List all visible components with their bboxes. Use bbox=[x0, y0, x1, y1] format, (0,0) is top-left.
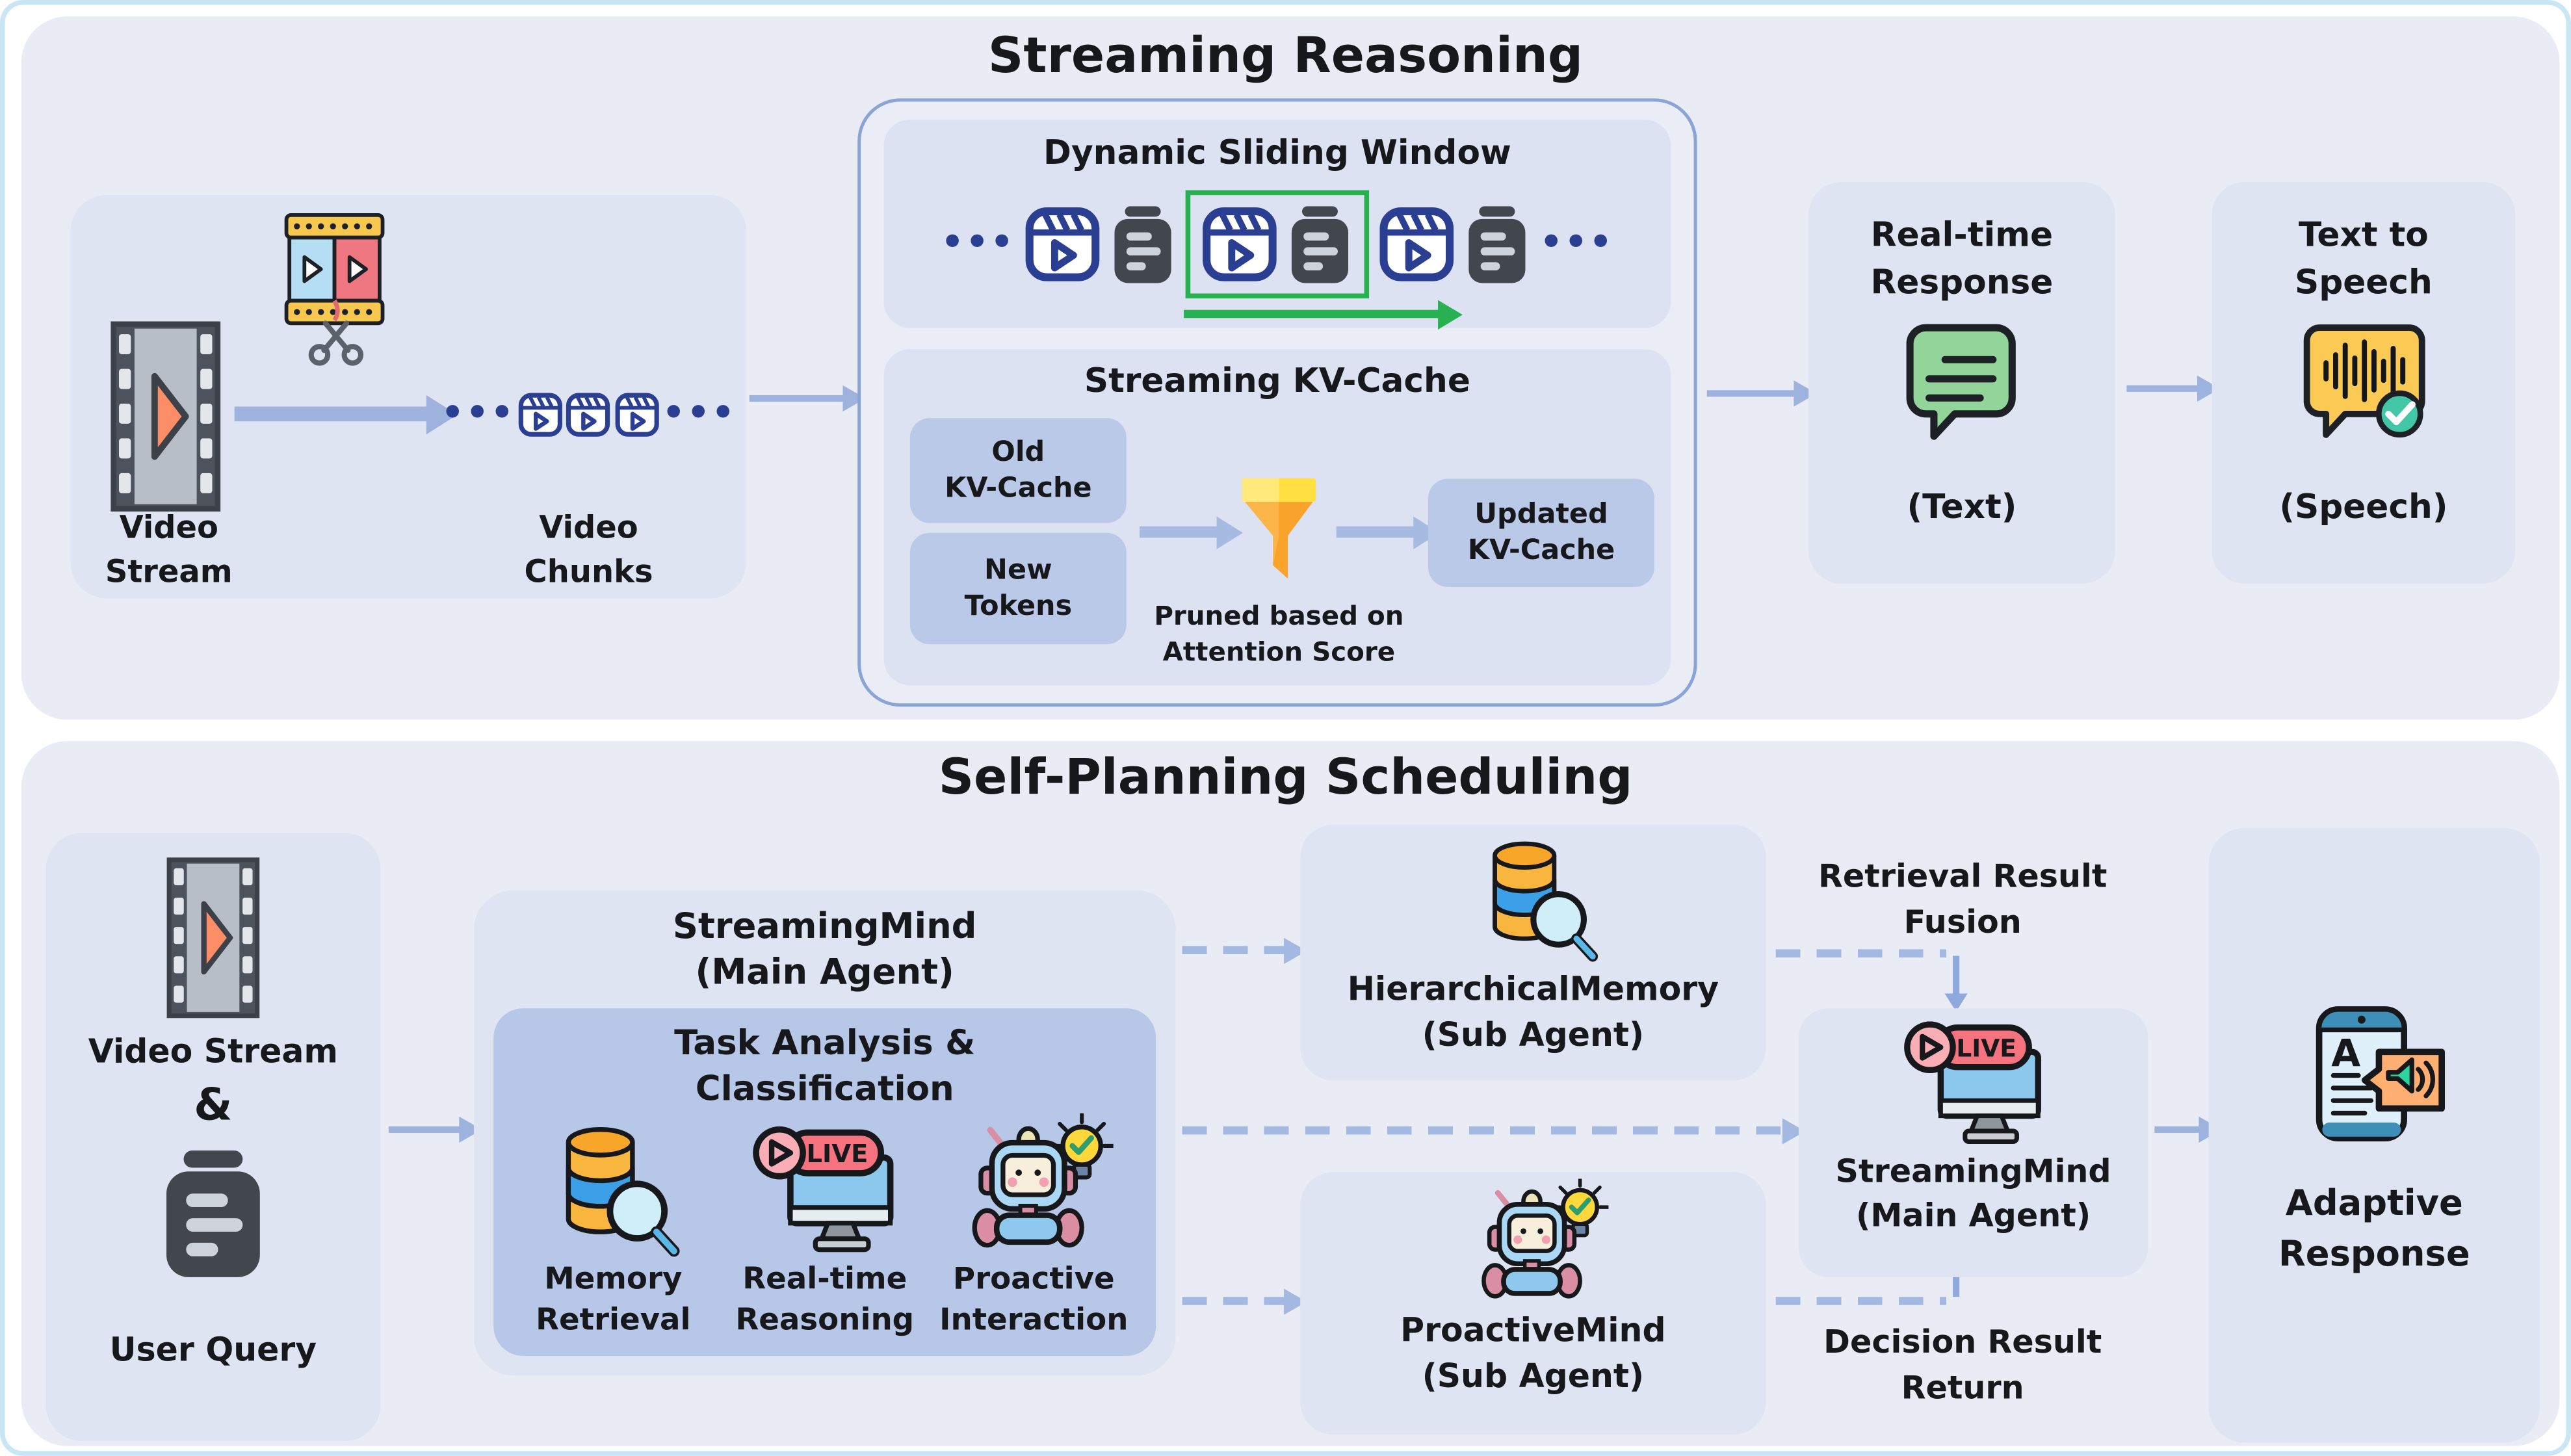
streaming-live-icon: LIVE bbox=[1904, 1021, 2041, 1144]
video-chunk-icon bbox=[1025, 207, 1100, 281]
video-cut-icon bbox=[284, 213, 385, 366]
memory-retrieval-label: Memory Retrieval bbox=[536, 1262, 691, 1338]
adaptive-letter: A bbox=[2331, 1031, 2360, 1075]
user-query-icon bbox=[166, 1150, 260, 1277]
ampersand: & bbox=[194, 1080, 233, 1132]
dashed-line-return bbox=[1775, 1297, 1946, 1305]
proactive-mind-name: ProactiveMind bbox=[1400, 1310, 1666, 1349]
text-tokens-icon bbox=[1114, 206, 1171, 283]
ellipsis-left: ••• bbox=[941, 223, 1015, 265]
proactive-interaction-icon bbox=[972, 1113, 1114, 1248]
realtime-response-title: Real-time Response bbox=[1870, 214, 2054, 302]
video-chunk-icon bbox=[614, 393, 659, 437]
fusion-label: Retrieval Result Fusion bbox=[1818, 857, 2108, 942]
hierarchical-memory-role: (Sub Agent) bbox=[1422, 1015, 1645, 1054]
video-chunk-icon bbox=[1379, 207, 1454, 281]
arrow-input-to-main-agent bbox=[388, 1126, 461, 1133]
dynamic-sliding-window-title: Dynamic Sliding Window bbox=[1043, 133, 1511, 172]
arrow-funnel-to-updated bbox=[1336, 526, 1415, 538]
film-strip-icon bbox=[111, 321, 221, 512]
arrow-window-to-response bbox=[1706, 390, 1795, 397]
user-query-label: User Query bbox=[109, 1329, 317, 1370]
voice-message-icon bbox=[2303, 324, 2425, 438]
hierarchical-memory-icon bbox=[1493, 841, 1599, 962]
film-strip-icon bbox=[166, 857, 260, 1019]
dashed-arrow-to-hierarchical bbox=[1182, 946, 1288, 954]
streaming-reasoning-title: Streaming Reasoning bbox=[987, 27, 1584, 86]
text-caption: (Text) bbox=[1907, 487, 2017, 526]
realtime-reasoning-label: Real-time Reasoning bbox=[735, 1262, 915, 1338]
adaptive-response-label: Adaptive Response bbox=[2278, 1184, 2470, 1276]
streaming-kv-cache-title: Streaming KV-Cache bbox=[1084, 360, 1470, 400]
proactive-mind-role: (Sub Agent) bbox=[1422, 1355, 1645, 1396]
video-stream-label: Video Stream bbox=[88, 1031, 338, 1071]
sliding-direction-arrow bbox=[1184, 309, 1440, 318]
return-label: Decision Result Return bbox=[1823, 1323, 2102, 1407]
dashed-arrow-to-proactive bbox=[1182, 1297, 1288, 1305]
chat-bubble-icon bbox=[1906, 324, 2016, 440]
self-planning-title: Self-Planning Scheduling bbox=[938, 749, 1633, 807]
hierarchical-memory-name: HierarchicalMemory bbox=[1347, 968, 1719, 1009]
video-stream-label: Video Stream bbox=[105, 510, 233, 590]
dynamic-sliding-window-box bbox=[883, 120, 1671, 328]
self-planning-panel bbox=[21, 741, 2560, 1446]
realtime-reasoning-icon: LIVE bbox=[753, 1126, 894, 1253]
memory-retrieval-icon bbox=[566, 1126, 680, 1257]
sliding-window-highlight bbox=[1184, 190, 1440, 318]
right-main-agent-role: (Main Agent) bbox=[1855, 1197, 2091, 1235]
pruned-note: Pruned based on Attention Score bbox=[1154, 600, 1404, 667]
right-main-agent-name: StreamingMind bbox=[1835, 1152, 2111, 1191]
text-tokens-icon bbox=[1468, 206, 1526, 283]
text-tokens-icon bbox=[1291, 206, 1349, 283]
video-chunk-icon bbox=[519, 393, 563, 437]
video-chunks-label: Video Chunks bbox=[524, 510, 653, 590]
speech-caption: (Speech) bbox=[2279, 487, 2448, 526]
arrow-kv-to-funnel bbox=[1140, 526, 1219, 538]
proactive-interaction-label: Proactive Interaction bbox=[939, 1262, 1129, 1338]
ellipsis-right: ••• bbox=[662, 393, 737, 435]
adaptive-response-icon: A bbox=[2316, 1006, 2445, 1142]
video-chunks-icons: ••• ••• bbox=[441, 369, 737, 461]
video-chunk-icon bbox=[566, 393, 611, 437]
text-to-speech-title: Text to Speech bbox=[2294, 214, 2433, 302]
task-analysis-title: Task Analysis & Classification bbox=[674, 1022, 976, 1109]
proactive-mind-icon bbox=[1481, 1178, 1609, 1299]
arrow-chunks-to-window bbox=[749, 395, 844, 402]
live-badge-text: LIVE bbox=[1956, 1034, 2016, 1062]
dashed-arrow-to-right-agent bbox=[1182, 1126, 1786, 1135]
arrow-response-to-tts bbox=[2126, 385, 2199, 392]
arrow-stream-to-chunks bbox=[234, 406, 428, 422]
live-badge-text: LIVE bbox=[807, 1139, 868, 1169]
arrow-agent-to-adaptive bbox=[2154, 1126, 2200, 1133]
ellipsis-right: ••• bbox=[1539, 223, 1614, 265]
arrow-fusion-into-agent bbox=[1953, 956, 1960, 996]
funnel-icon bbox=[1242, 478, 1316, 579]
dashed-line-fusion bbox=[1775, 949, 1946, 958]
ellipsis-left: ••• bbox=[441, 393, 516, 435]
sliding-window-icons: ••• bbox=[900, 182, 1654, 318]
main-agent-role: (Main Agent) bbox=[695, 952, 954, 994]
main-agent-name: StreamingMind bbox=[672, 906, 977, 948]
video-chunk-icon bbox=[1203, 207, 1277, 281]
